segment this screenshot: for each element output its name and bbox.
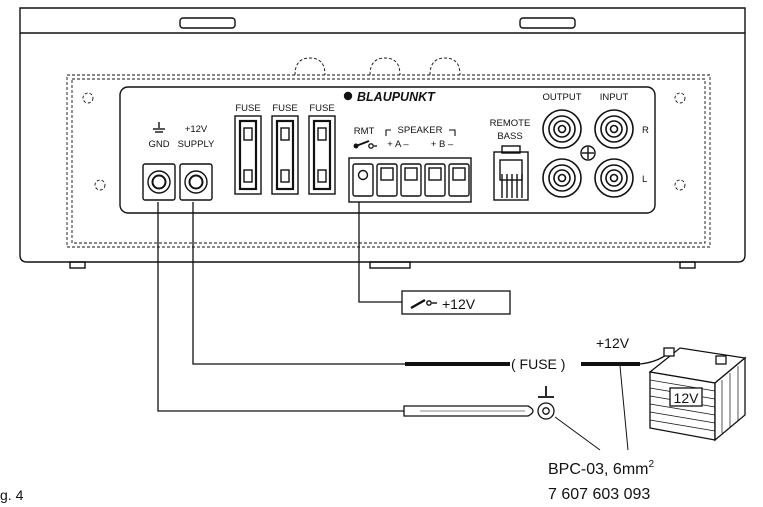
- rca-input-r-icon: [594, 109, 634, 149]
- leader-to-ground: [554, 416, 601, 451]
- battery-label: 12V: [674, 390, 700, 406]
- battery-icon: [648, 347, 747, 442]
- mounting-screw-icon: [580, 145, 596, 161]
- cable-spec: BPC-03, 6mm2: [548, 459, 654, 478]
- amplifier-housing: [19, 7, 746, 269]
- ground-symbol-icon: [153, 122, 165, 133]
- output-label: OUTPUT: [542, 92, 581, 103]
- rmt-wire: [358, 202, 402, 303]
- rca-output-l-icon: [542, 158, 582, 198]
- fuse-holders: [234, 115, 336, 195]
- speaker-label: SPEAKER: [398, 125, 443, 136]
- fuse-icon-1: [234, 115, 262, 195]
- fuse-label-1: FUSE: [235, 103, 260, 114]
- wires: [157, 202, 673, 451]
- remote-switch-icon: [353, 140, 377, 149]
- remote-bass-jack-icon: [493, 145, 529, 201]
- channel-l-label: L: [642, 174, 647, 185]
- connector-panel: [119, 86, 656, 214]
- speaker-b-label: + B –: [431, 139, 454, 150]
- speaker-bracket: [385, 129, 456, 136]
- ground-wire: [157, 202, 404, 412]
- supply-wire: [192, 202, 405, 365]
- rca-jacks: [542, 109, 634, 198]
- ring-terminal-icon: [537, 402, 555, 420]
- chassis-ground-icon: [538, 386, 554, 398]
- leader-to-cable: [619, 365, 629, 451]
- switch-voltage-label: +12V: [442, 296, 476, 312]
- speaker-terminal-block: [348, 157, 472, 203]
- fuse-label-2: FUSE: [272, 103, 297, 114]
- channel-r-label: R: [642, 125, 649, 136]
- fuse-icon-3: [308, 115, 336, 195]
- brand-text: BLAUPUNKT: [357, 90, 436, 104]
- supply-label: SUPPLY: [178, 139, 215, 150]
- fuse-icon-2: [271, 115, 299, 195]
- gnd-label: GND: [148, 139, 169, 150]
- supply-terminal: [179, 163, 213, 201]
- ground-cable: [403, 386, 555, 420]
- input-label: INPUT: [600, 92, 629, 103]
- bass-label: BASS: [497, 131, 522, 142]
- rca-output-r-icon: [542, 109, 582, 149]
- ground-terminal: [142, 122, 176, 201]
- battery-voltage-label: +12V: [596, 335, 630, 351]
- switch-box: +12V: [401, 290, 511, 315]
- speaker-a-label: + A –: [387, 139, 409, 150]
- rmt-label: RMT: [354, 126, 375, 137]
- brand-logo: BLAUPUNKT: [343, 90, 436, 104]
- inline-fuse-label: ( FUSE ): [511, 356, 565, 372]
- fuse-label-3: FUSE: [309, 103, 334, 114]
- rca-input-l-icon: [594, 158, 634, 198]
- switch-icon: [410, 298, 437, 310]
- part-number: 7 607 603 093: [548, 486, 650, 503]
- remote-label: REMOTE: [490, 118, 531, 129]
- supply-voltage-label: +12V: [185, 124, 208, 135]
- figure-label: g. 4: [0, 487, 24, 503]
- cable-spec-superscript: 2: [648, 459, 654, 470]
